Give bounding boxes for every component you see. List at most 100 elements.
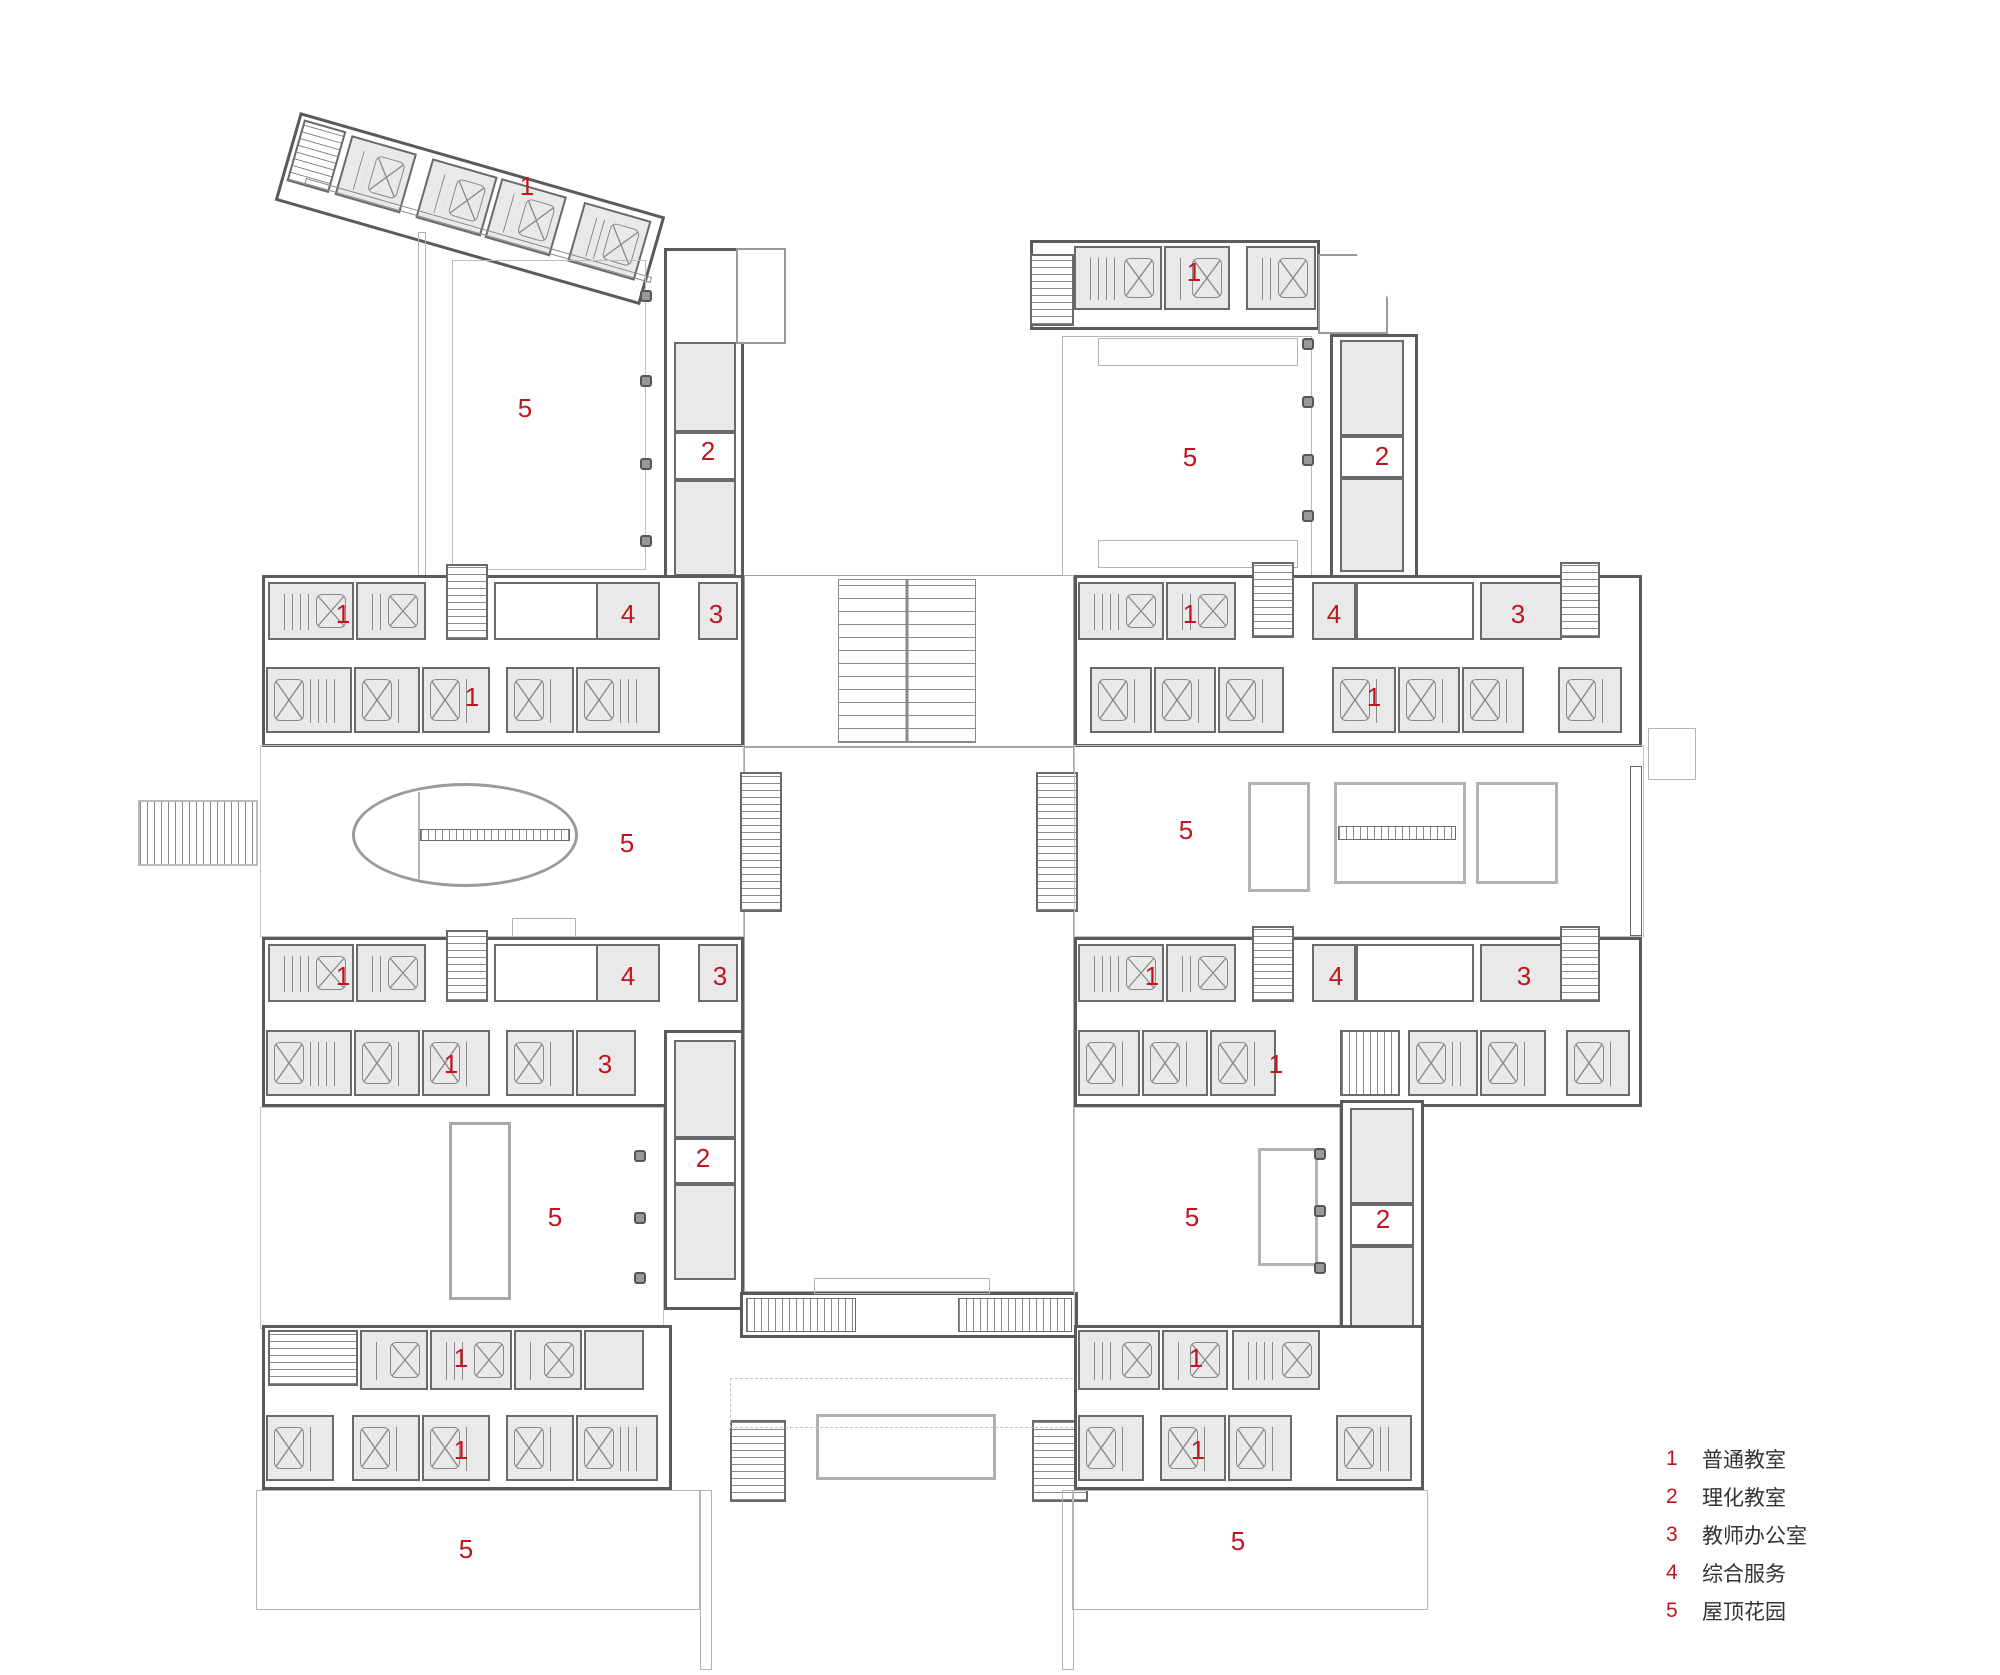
- legend-number: 2: [1666, 1485, 1678, 1508]
- e1-stair-b: [1560, 562, 1600, 638]
- e2-office: [1480, 944, 1562, 1002]
- south-west-stair-tower: [730, 1420, 786, 1502]
- e1-classroom-h: [1462, 667, 1524, 733]
- legend-number: 4: [1666, 1561, 1678, 1584]
- e2-toilets: [1356, 944, 1474, 1002]
- nw-garden-inner: [452, 260, 646, 570]
- e1-toilets: [1356, 582, 1474, 640]
- south-pool: [816, 1414, 996, 1480]
- w3-classroom-d: [266, 1415, 334, 1481]
- e1-classroom-b: [1166, 582, 1236, 640]
- w2-classroom-a: [268, 944, 354, 1002]
- room-label: 5: [1230, 1526, 1246, 1556]
- w1-classroom-a: [268, 582, 354, 640]
- e2-classroom-h: [1566, 1030, 1630, 1096]
- room-label: 5: [1182, 442, 1198, 472]
- e2-stair-a: [1252, 926, 1294, 1002]
- e1-classroom-f: [1332, 667, 1396, 733]
- room-label: 1: [1182, 599, 1198, 629]
- room-label: 5: [547, 1202, 563, 1232]
- e1-classroom-d: [1154, 667, 1216, 733]
- w1-toilets: [494, 582, 598, 640]
- room-label: 1: [335, 961, 351, 991]
- w1-classroom-d: [354, 667, 420, 733]
- e-courtyard-outline: [1074, 745, 1644, 937]
- central-court: [744, 747, 1074, 1292]
- w1-classroom-b: [356, 582, 426, 640]
- w3-classroom-b: [430, 1330, 512, 1390]
- s-left-garden-outline: [256, 1490, 700, 1610]
- w2-toilets: [494, 944, 598, 1002]
- room-label: 1: [1188, 1343, 1204, 1373]
- sw-lab-bottom: [674, 1184, 736, 1280]
- legend-number: 5: [1666, 1599, 1678, 1622]
- room-label: 1: [1268, 1049, 1284, 1079]
- room-label: 1: [453, 1435, 469, 1465]
- room-label: 2: [700, 436, 716, 466]
- e3-classroom-c: [1232, 1330, 1320, 1390]
- ne-stair: [1030, 254, 1074, 326]
- s-right-garden-outline: [1072, 1490, 1428, 1610]
- room-label: 1: [453, 1343, 469, 1373]
- w2-office: [698, 944, 738, 1002]
- w2-classroom-d: [354, 1030, 420, 1096]
- e1-stair-a: [1252, 562, 1294, 638]
- nw-garden-outline: [418, 232, 426, 580]
- room-label: 4: [620, 599, 636, 629]
- w2-service-room: [596, 944, 660, 1002]
- room-label: 4: [620, 961, 636, 991]
- legend-item: 5 屋顶花园: [1666, 1592, 1807, 1630]
- central-east-stair: [1036, 772, 1078, 912]
- room-label: 3: [712, 961, 728, 991]
- w3-classroom-g: [506, 1415, 574, 1481]
- room-label: 4: [1326, 599, 1342, 629]
- w2-classroom-e: [422, 1030, 490, 1096]
- room-label: 1: [519, 171, 535, 201]
- sw-lab-top: [674, 1040, 736, 1138]
- legend-label: 教师办公室: [1702, 1525, 1807, 1548]
- legend-item: 4 综合服务: [1666, 1554, 1807, 1592]
- w3-classroom-f: [422, 1415, 490, 1481]
- room-label: 5: [619, 828, 635, 858]
- ne-lab-top: [1340, 340, 1404, 436]
- w-entry-stair: [138, 800, 258, 866]
- room-label: 2: [1375, 1204, 1391, 1234]
- e1-classroom-g: [1398, 667, 1460, 733]
- w1-classroom-e: [422, 667, 490, 733]
- w1-office: [698, 582, 738, 640]
- e3-classroom-f: [1228, 1415, 1292, 1481]
- legend-label: 屋顶花园: [1702, 1601, 1786, 1624]
- room-label: 2: [695, 1143, 711, 1173]
- e1-classroom-e: [1218, 667, 1284, 733]
- legend-label: 综合服务: [1702, 1563, 1786, 1586]
- legend-item: 2 理化教室: [1666, 1478, 1807, 1516]
- room-label: 2: [1374, 441, 1390, 471]
- ne-classroom-a: [1074, 246, 1162, 310]
- ne-lab-bottom: [1340, 478, 1404, 572]
- e3-classroom-g: [1336, 1415, 1412, 1481]
- legend-label: 普通教室: [1702, 1449, 1786, 1472]
- e3-classroom-b: [1162, 1330, 1228, 1390]
- w2-classroom-b: [356, 944, 426, 1002]
- w2-stair: [446, 930, 488, 1002]
- e2-classroom-d: [1142, 1030, 1208, 1096]
- sw-lab-prep: [674, 1138, 736, 1184]
- w2-classroom-f: [506, 1030, 574, 1096]
- nw-lab-prep: [674, 432, 736, 480]
- sw-skylight: [449, 1122, 511, 1300]
- w1-classroom-f: [506, 667, 574, 733]
- nw-lab-top: [674, 342, 736, 432]
- e-skylight-a: [1248, 782, 1310, 892]
- room-label: 1: [1144, 961, 1160, 991]
- se-lab-bottom: [1350, 1246, 1414, 1338]
- e2-stair-b: [1560, 926, 1600, 1002]
- room-label: 1: [1366, 682, 1382, 712]
- w1-classroom-c: [266, 667, 352, 733]
- legend-label: 理化教室: [1702, 1487, 1786, 1510]
- ne-lab-prep: [1340, 436, 1404, 478]
- w3-store: [584, 1330, 644, 1390]
- ne-classroom-c: [1246, 246, 1316, 310]
- e1-service-room: [1312, 582, 1356, 640]
- e2-classroom-e: [1210, 1030, 1276, 1096]
